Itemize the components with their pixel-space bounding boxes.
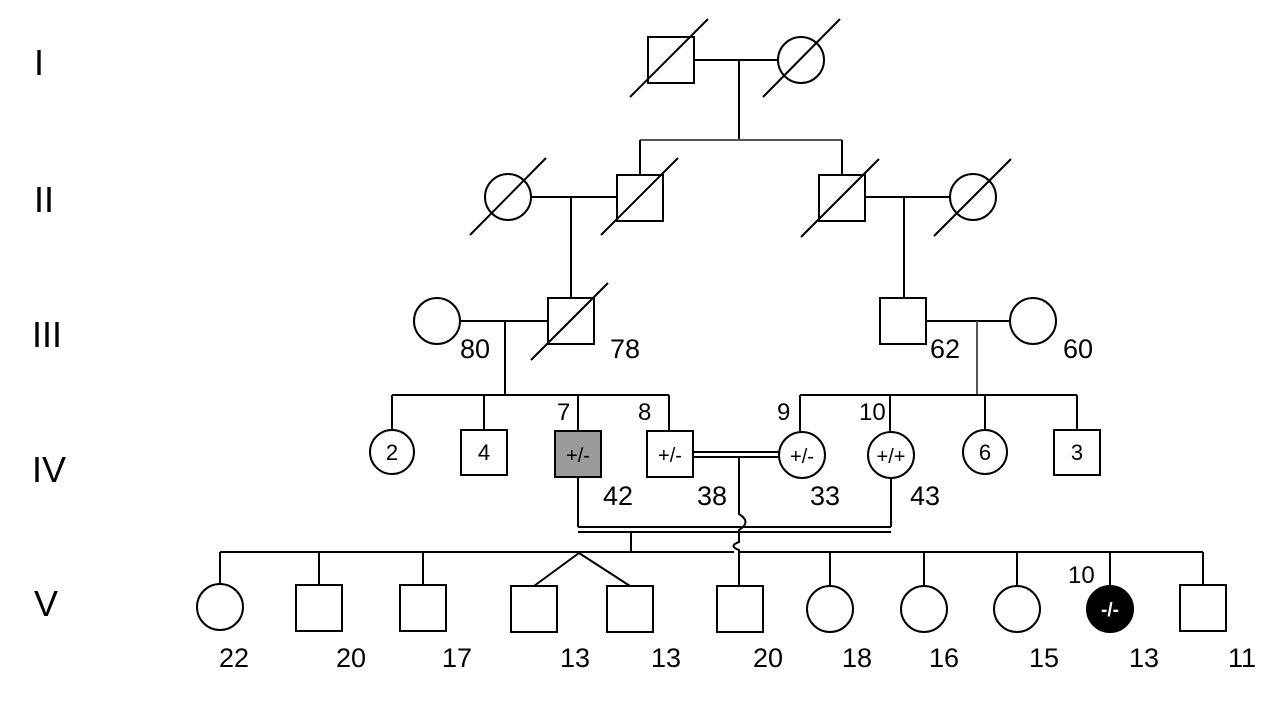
gen-V-male [1179,584,1227,632]
age-label: 80 [460,334,490,364]
genotype-label: +/- [658,445,682,467]
age-label: 15 [1029,643,1059,673]
individual-index: 9 [777,399,790,426]
gen-V-female [993,585,1041,633]
gen-V-female-affected-proband [1086,585,1134,633]
gen-IV-male-group [1053,429,1101,476]
age-label: 13 [560,643,590,673]
deceased-slash [600,157,679,236]
age-label: 20 [753,643,783,673]
age-label: 33 [810,481,840,511]
age-label: 43 [910,481,940,511]
deceased-slash [762,18,841,98]
generation-III: 80 78 62 60 [413,282,1093,395]
age-label: 13 [651,643,681,673]
deceased-slash [530,282,609,361]
age-label: 13 [1129,643,1159,673]
individual-index: 8 [638,399,651,426]
descent-line [732,457,747,585]
twin-line [533,552,580,587]
gen-V-male [716,585,764,633]
genotype-label: +/- [790,446,814,468]
gen-V-male [295,584,343,632]
gen-V-female [806,585,854,633]
gen-IV-female-group [369,429,415,475]
age-label: 38 [697,481,727,511]
age-label: 62 [930,334,960,364]
generation-label-V: V [34,583,58,624]
gen-V-male-twin [510,585,558,633]
deceased-slash [933,158,1012,237]
gen-IV-female-group [962,429,1008,475]
gen-IV-female-carrier [778,431,826,479]
generation-label-I: I [34,42,44,83]
generation-II [469,157,1012,320]
age-label: 11 [1228,643,1256,673]
group-count-label: 2 [386,440,398,465]
age-label: 60 [1063,334,1093,364]
group-count-label: 6 [979,440,991,465]
generation-label-II: II [34,179,54,220]
gen-III-male [879,297,927,345]
generation-IV: 2 4 7 +/- 42 8 +/- 38 9 +/- 33 10 +/+ 43… [369,394,1101,585]
deceased-slash [629,18,709,98]
deceased-slash [800,158,880,238]
gen-III-female [413,297,461,345]
gen-IV-male-carrier [646,430,694,478]
individual-index: 10 [1068,562,1095,589]
gen-V-female [900,585,948,633]
gen-I-male-deceased [647,36,695,84]
deceased-slash [469,157,547,236]
age-label: 78 [610,334,640,364]
group-count-label: 4 [478,440,490,465]
gen-III-female [1009,297,1057,345]
gen-V-male [399,584,447,632]
gen-IV-male-carrier [554,430,602,478]
gen-IV-male-group [460,429,508,476]
group-count-label: 3 [1071,440,1083,465]
twin-line [578,552,631,587]
individual-index: 7 [557,399,570,426]
gen-II-male-deceased [616,174,664,222]
gen-V-female [196,583,244,631]
gen-V-male-twin [606,585,654,633]
age-label: 20 [336,643,366,673]
generation-label-IV: IV [32,449,66,490]
genotype-label: +/- [566,445,590,467]
age-label: 16 [929,643,959,673]
genotype-label: +/+ [877,446,906,468]
age-label: 42 [603,481,633,511]
generation-V: 22 20 17 13 13 10 -/- 20 18 16 15 13 11 [196,551,1256,673]
genotype-label: -/- [1101,600,1119,621]
individual-index: 10 [859,399,886,426]
age-label: 22 [219,643,249,673]
age-label: 18 [842,643,872,673]
generation-I [629,18,843,175]
gen-II-male-deceased [818,174,866,222]
generation-label-III: III [32,314,62,355]
age-label: 17 [442,643,472,673]
